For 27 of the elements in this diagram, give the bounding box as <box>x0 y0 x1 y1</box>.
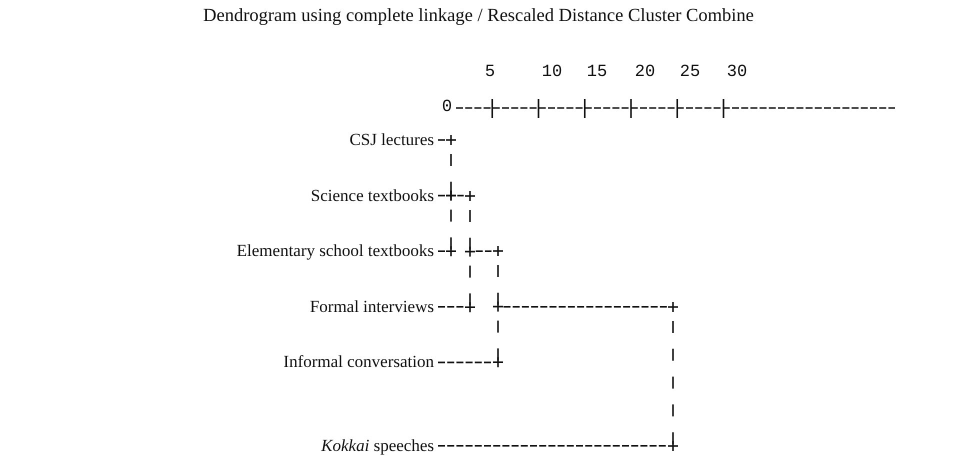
diagram-title: Dendrogram using complete linkage / Rescaled Distance Cluster Combine <box>202 6 755 27</box>
scale-number: 30 <box>726 62 748 84</box>
scale-number: 0 <box>442 97 452 119</box>
leaf-label: Kokkai speeches <box>321 436 434 455</box>
branch-line <box>438 362 492 364</box>
leaf-label: CSJ lectures <box>349 130 434 149</box>
branch-line <box>438 445 668 447</box>
scale-number: 15 <box>586 62 608 84</box>
branch-line <box>438 306 464 308</box>
branch-line <box>457 194 464 196</box>
merge-bracket <box>667 300 680 452</box>
branch-line <box>504 306 668 308</box>
leaf-label: Science textbooks <box>310 186 434 205</box>
merge-bracket <box>464 190 476 313</box>
branch-line <box>476 250 492 252</box>
leaf-label: Elementary school textbooks <box>236 241 434 260</box>
scale-number: 20 <box>634 62 656 84</box>
scale-number: 5 <box>484 62 496 84</box>
scale-number: 25 <box>680 62 700 84</box>
branch-line <box>438 194 446 196</box>
leaf-label: Informal conversation <box>283 352 434 372</box>
merge-bracket <box>445 134 458 258</box>
branch-line <box>438 250 446 252</box>
merge-bracket <box>492 245 504 368</box>
leaf-label: Formal interviews <box>310 296 434 316</box>
scale-number: 10 <box>542 62 562 84</box>
branch-line <box>438 139 446 141</box>
